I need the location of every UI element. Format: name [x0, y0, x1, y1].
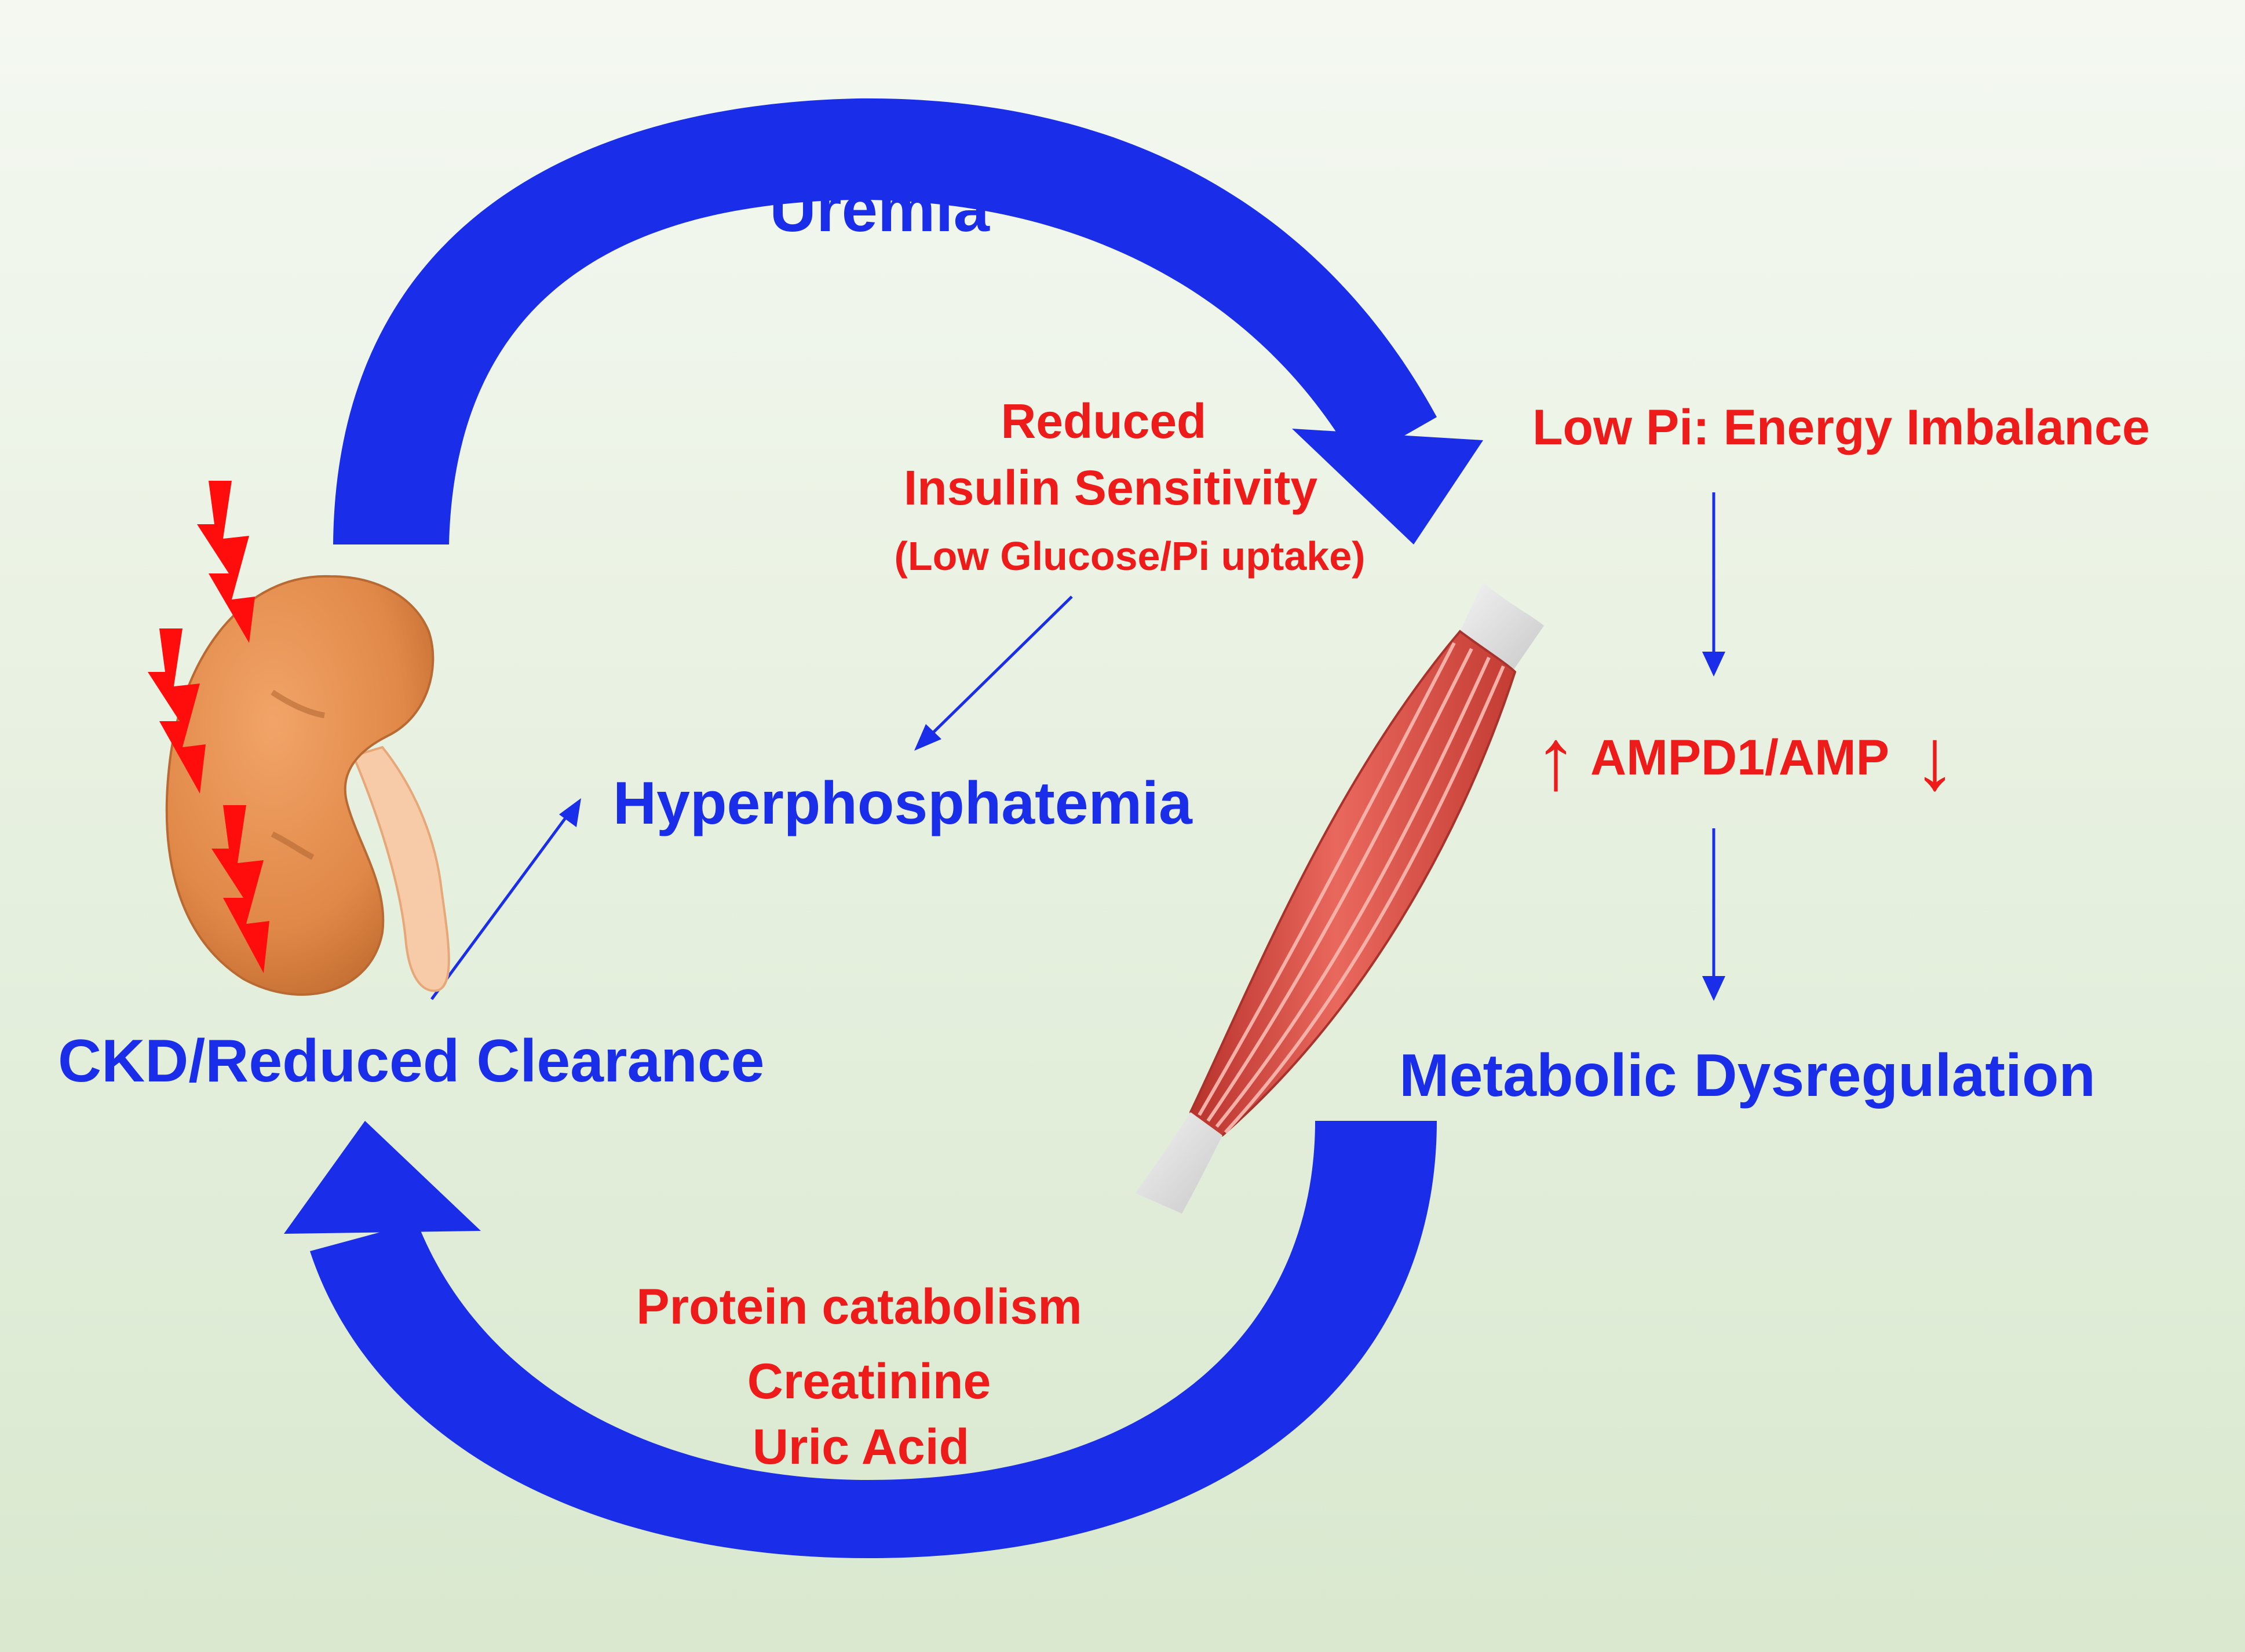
- low-glucose-uptake-label: (Low Glucose/Pi uptake): [894, 533, 1366, 579]
- ampd-up-arrow-icon: ↑: [1534, 710, 1578, 807]
- ckd-label: CKD/Reduced Clearance: [58, 1028, 765, 1095]
- insulin-sensitivity-label: Insulin Sensitivity: [903, 460, 1318, 515]
- uric-acid-label: Uric Acid: [752, 1419, 970, 1475]
- kidney-icon: [165, 575, 450, 996]
- energy-imbalance-label: Low Pi: Energy Imbalance: [1532, 400, 2150, 455]
- lightning-icon: [148, 481, 269, 973]
- ampd-down-arrow: [1702, 828, 1725, 1001]
- ckd-to-hyperphosphatemia-arrow: [430, 798, 581, 1000]
- muscle-icon: [1136, 582, 1544, 1214]
- ampd-label: AMPD1/AMP: [1590, 730, 1890, 785]
- reduced-label: Reduced: [1001, 394, 1207, 448]
- hyperphosphatemia-label: Hyperphosphatemia: [613, 770, 1192, 837]
- ampd-down-arrow-icon: ↓: [1913, 710, 1956, 807]
- energy-down-arrow: [1702, 492, 1725, 677]
- insulin-to-hyperphosphatemia-arrow: [914, 595, 1073, 751]
- uremia-label: Uremia: [769, 173, 990, 245]
- top-cycle-arrow: [333, 98, 1483, 544]
- protein-catabolism-label: Protein catabolism: [636, 1279, 1082, 1335]
- bottom-cycle-arrow: [284, 1121, 1437, 1558]
- creatinine-label: Creatinine: [747, 1354, 991, 1409]
- metabolic-dysregulation-label: Metabolic Dysregulation: [1399, 1042, 2096, 1109]
